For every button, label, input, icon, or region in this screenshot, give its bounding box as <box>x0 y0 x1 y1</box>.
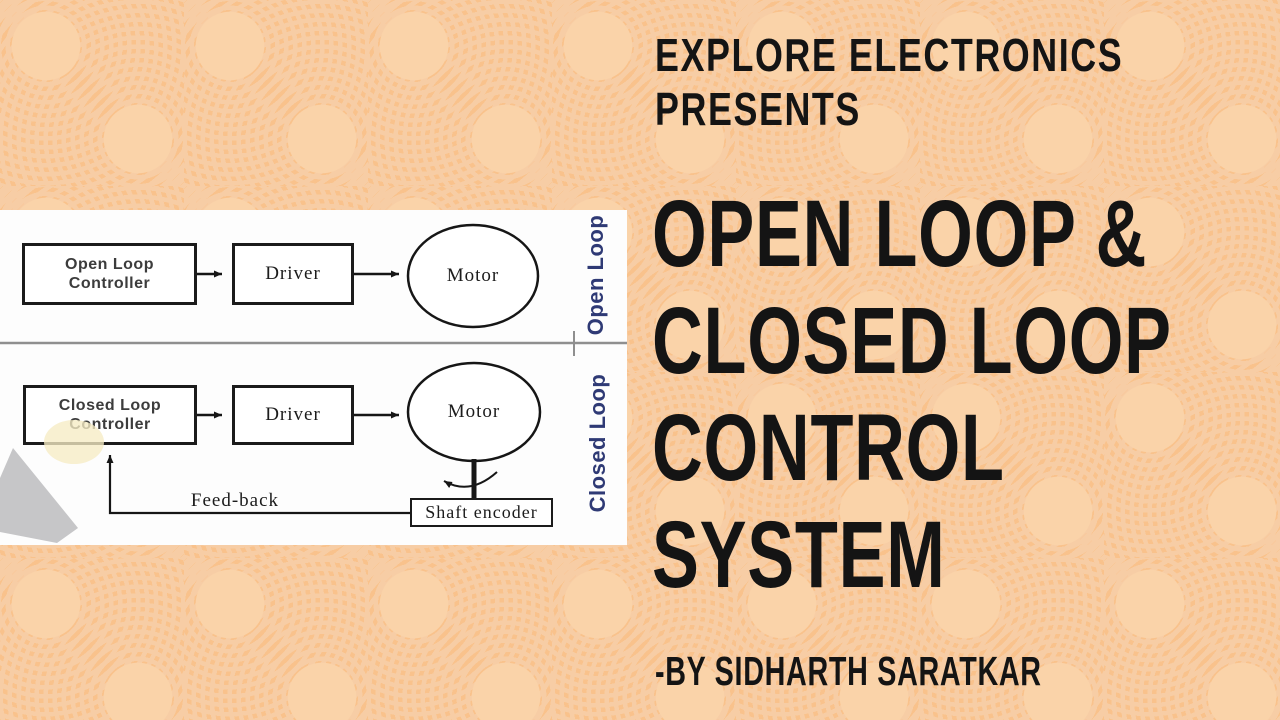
shaft-encoder-box: Shaft encoder <box>410 498 553 527</box>
open-loop-controller-box: Open Loop Controller <box>22 243 197 305</box>
closed-loop-controller-label-1: Closed Loop <box>58 397 162 414</box>
driver-label-open: Driver <box>265 263 321 284</box>
motor-label-closed: Motor <box>447 401 501 422</box>
author-credit: -BY SIDHARTH SARATKAR <box>655 648 1042 694</box>
presenter-heading: EXPLORE ELECTRONICS PRESENTS <box>655 28 1123 136</box>
closed-loop-controller-box: Closed Loop Controller <box>23 385 197 445</box>
gray-wedge-shape <box>0 448 78 543</box>
driver-box-closed: Driver <box>232 385 354 445</box>
side-label-open-loop: Open Loop <box>583 214 608 336</box>
diagram-panel: Open Loop Controller Driver Motor Open L… <box>0 210 627 545</box>
feedback-path <box>106 455 410 515</box>
motor-ellipse-open <box>406 223 540 329</box>
presenter-name: EXPLORE ELECTRONICS <box>655 29 1124 81</box>
open-loop-controller-label-1: Open Loop <box>65 256 154 273</box>
presents-word: PRESENTS <box>655 83 861 135</box>
highlight-ellipse <box>44 420 104 464</box>
motor-label-open: Motor <box>446 265 500 286</box>
rotation-arrow <box>443 471 498 489</box>
title-line-4: SYSTEM <box>652 502 946 608</box>
diagram-wires <box>0 223 627 543</box>
side-label-closed-loop: Closed Loop <box>585 373 610 513</box>
feedback-label: Feed-back <box>190 490 280 511</box>
title-line-3: CONTROL <box>652 395 1005 501</box>
driver-label-closed: Driver <box>265 404 321 425</box>
title-line-2: CLOSED LOOP <box>652 288 1172 394</box>
video-title: OPEN LOOP & CLOSED LOOP CONTROL SYSTEM <box>652 181 1172 609</box>
driver-box-open: Driver <box>232 243 354 305</box>
open-loop-controller-label-2: Controller <box>68 275 151 292</box>
title-line-1: OPEN LOOP & <box>652 181 1148 287</box>
shaft-encoder-label: Shaft encoder <box>425 502 538 522</box>
